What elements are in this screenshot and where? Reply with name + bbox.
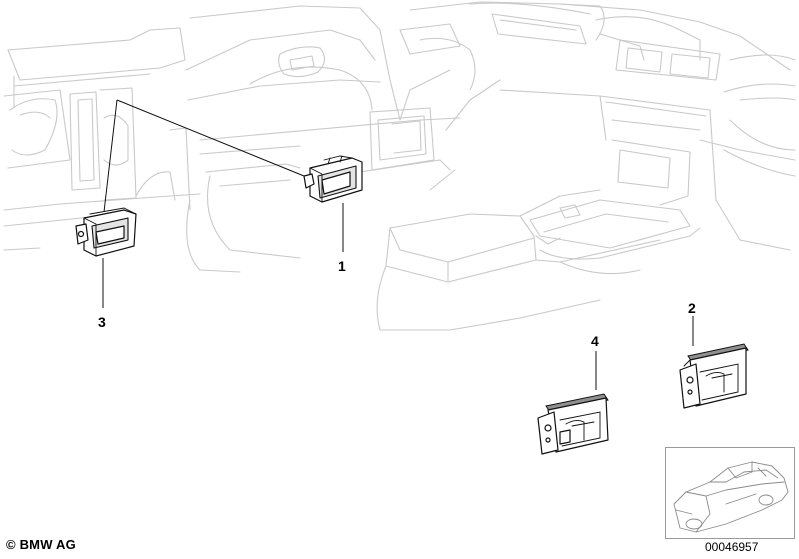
callout-1: 1 <box>338 258 346 274</box>
interior-background <box>3 1 796 331</box>
part-4-illustration <box>537 393 609 455</box>
callout-3: 3 <box>98 314 106 330</box>
callout-2: 2 <box>688 300 696 316</box>
callout-4: 4 <box>591 333 599 349</box>
vehicle-thumbnail <box>665 447 795 539</box>
callouts: 1 3 2 4 <box>98 258 696 349</box>
part-3-illustration <box>75 207 137 257</box>
car-outline-icon <box>673 461 789 533</box>
document-number: 00046957 <box>705 540 759 554</box>
part-1-illustration <box>303 155 363 203</box>
leader-lines <box>102 99 694 390</box>
copyright-label: © BMW AG <box>6 537 76 552</box>
part-2-illustration <box>679 343 749 409</box>
